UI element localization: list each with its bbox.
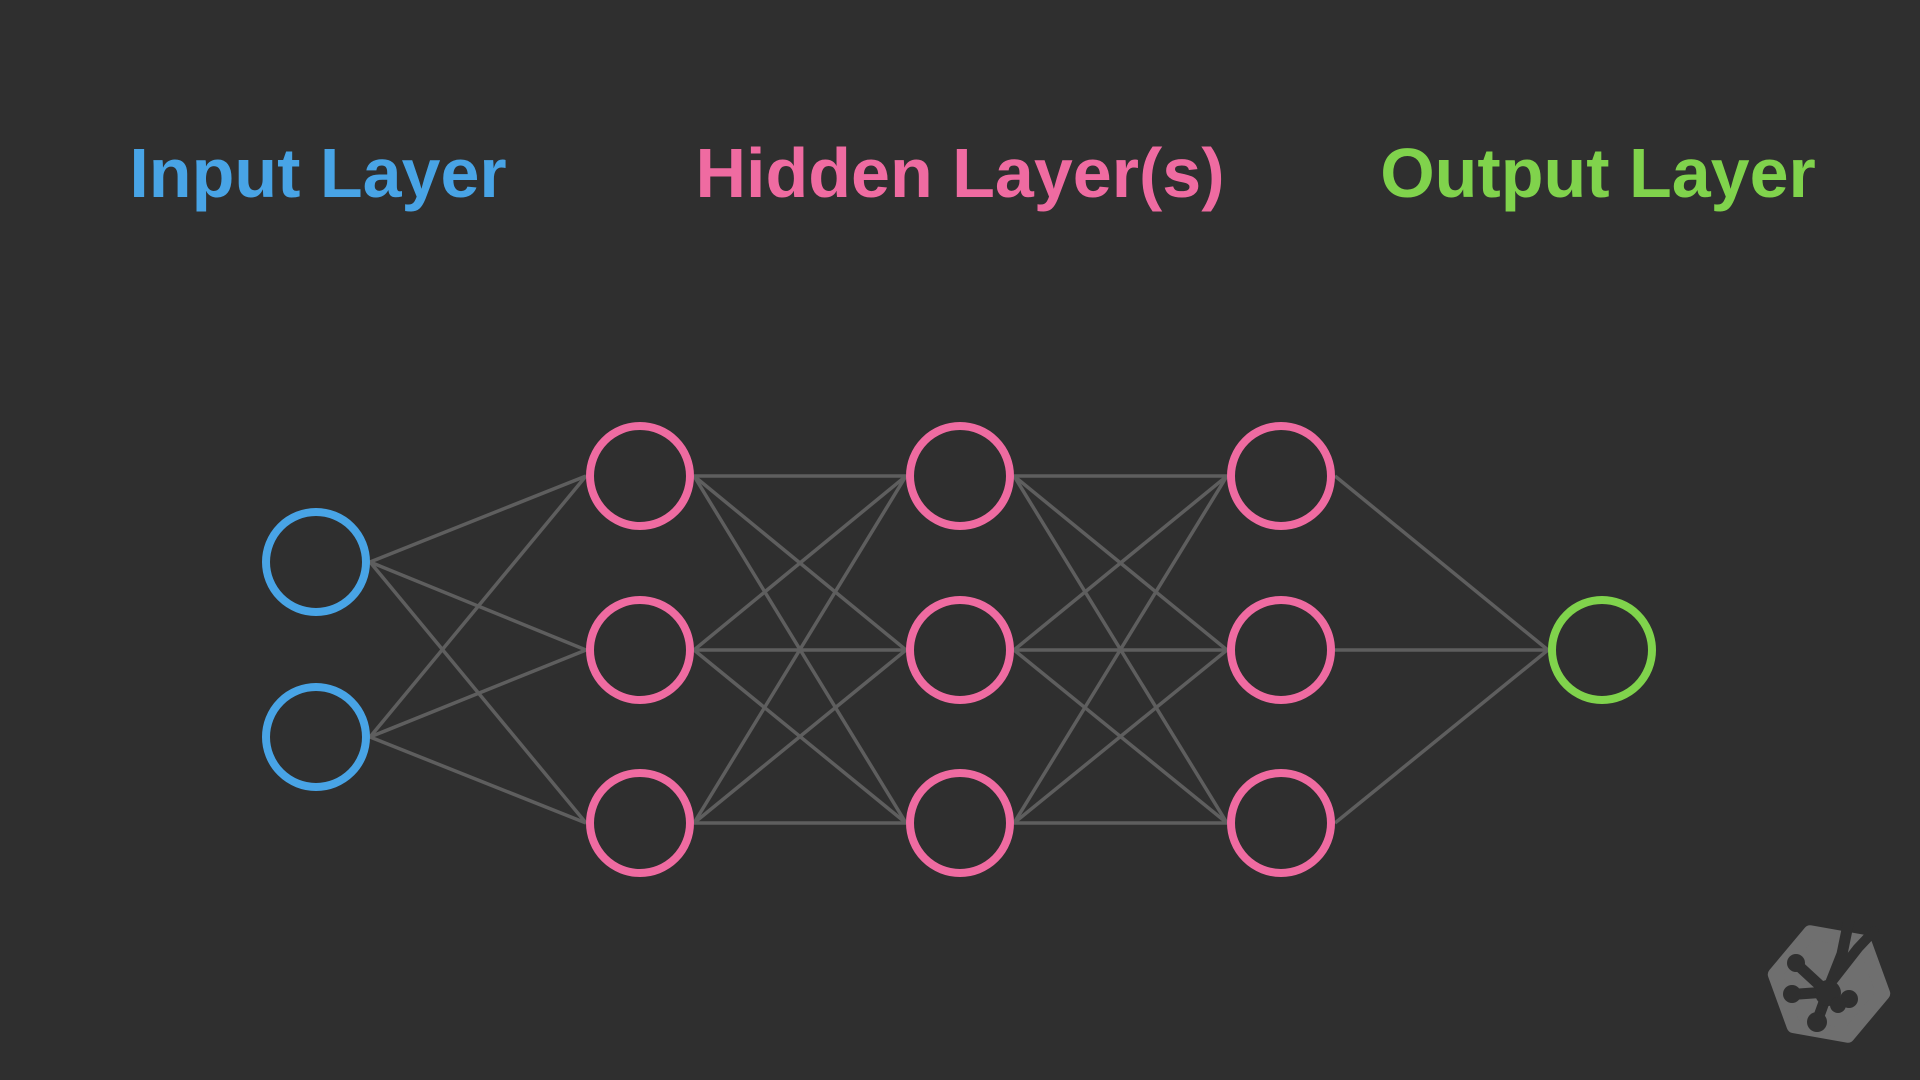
node-hidden-2-2: [906, 596, 1014, 704]
node-hidden-1-1: [586, 422, 694, 530]
node-hidden-1-3: [586, 769, 694, 877]
edge-hidden-2-3-to-hidden-3-2: [1012, 648, 1229, 825]
node-hidden-3-1: [1227, 422, 1335, 530]
output-layer-title: Output Layer: [1380, 134, 1816, 212]
node-output-1: [1548, 596, 1656, 704]
hidden-layer-title: Hidden Layer(s): [695, 134, 1225, 212]
node-hidden-2-3: [906, 769, 1014, 877]
edge-hidden-1-3-to-hidden-2-1: [692, 475, 908, 824]
frog-hex-logo: [1767, 918, 1891, 1043]
edge-hidden-3-3-to-output-1: [1333, 648, 1550, 825]
node-hidden-3-3: [1227, 769, 1335, 877]
edge-input-2-to-hidden-1-1: [368, 474, 588, 739]
edge-hidden-1-3-to-hidden-2-2: [692, 648, 908, 825]
input-layer-title: Input Layer: [129, 134, 507, 212]
node-input-1: [262, 508, 370, 616]
edge-hidden-2-3-to-hidden-3-1: [1012, 475, 1229, 824]
edge-hidden-2-2-to-hidden-3-1: [1012, 474, 1229, 652]
edge-input-2-to-hidden-1-2: [369, 648, 587, 739]
node-hidden-3-2: [1227, 596, 1335, 704]
node-hidden-2-1: [906, 422, 1014, 530]
frog-foot-icon: [1783, 918, 1879, 1032]
edge-hidden-3-1-to-output-1: [1333, 474, 1550, 652]
edge-hidden-1-2-to-hidden-2-1: [692, 474, 908, 652]
node-hidden-1-2: [586, 596, 694, 704]
edge-input-1-to-hidden-1-1: [369, 474, 587, 564]
node-input-2: [262, 683, 370, 791]
edge-input-2-to-hidden-1-3: [369, 735, 587, 825]
